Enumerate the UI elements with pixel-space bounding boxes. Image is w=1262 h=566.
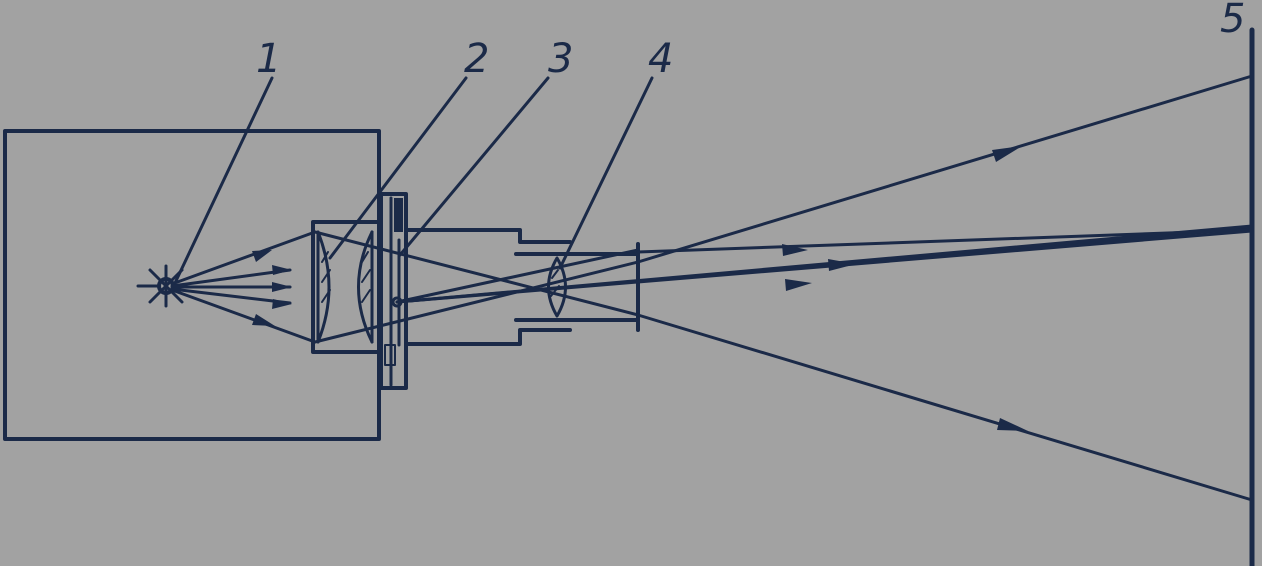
lamp-rays — [170, 230, 317, 344]
label-objective: 4 — [648, 36, 673, 82]
lamp-ray-arrows — [252, 250, 292, 326]
label-screen: 5 — [1220, 0, 1245, 42]
objective-tube — [404, 228, 640, 346]
projection-rays — [313, 74, 1254, 502]
slide-holder — [379, 192, 408, 390]
label-lamp: 1 — [256, 36, 281, 82]
lamp-source — [136, 264, 184, 308]
label-slide: 3 — [548, 36, 573, 82]
leader-lines — [173, 76, 654, 285]
lamp-housing — [3, 129, 381, 441]
label-condenser: 2 — [464, 36, 489, 82]
projection-ray-arrows — [782, 146, 1028, 431]
